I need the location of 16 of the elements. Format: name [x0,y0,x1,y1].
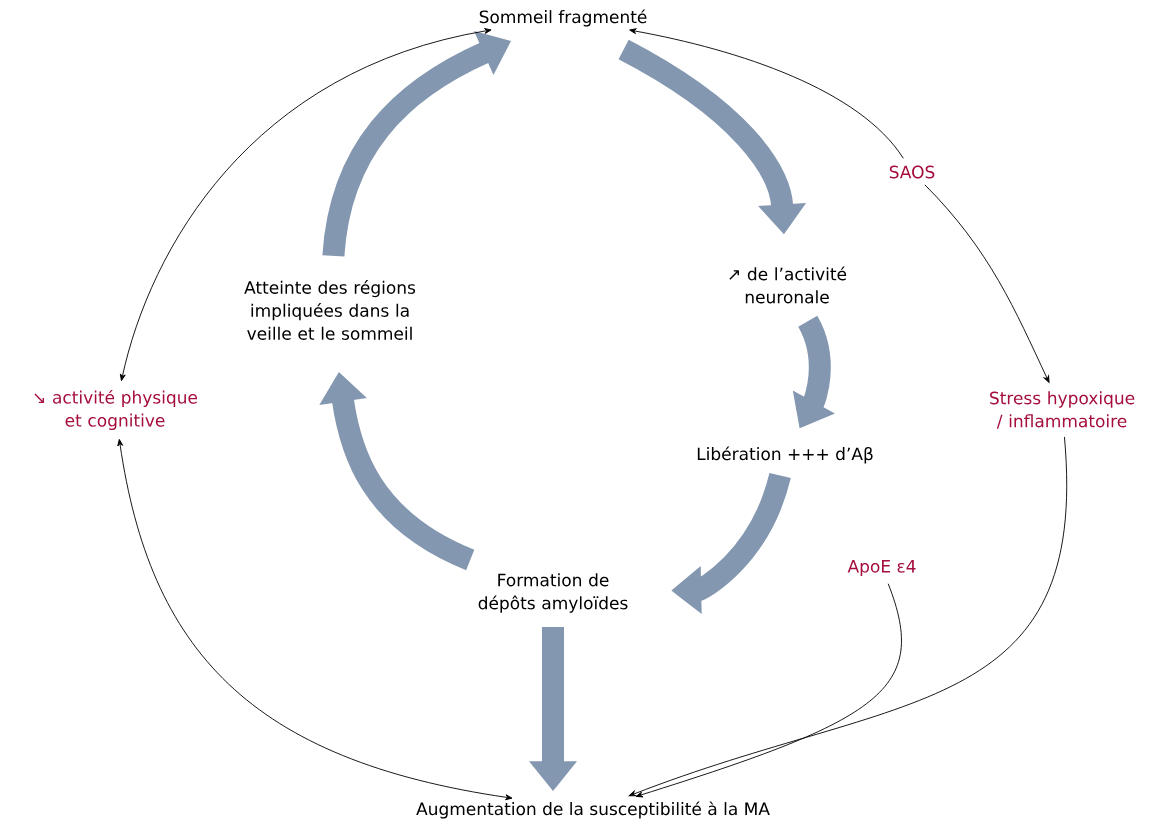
text-label: Sommeil fragmenté [479,9,647,27]
text-label: Atteinte des régions impliquées dans la veille et le sommeil [244,280,416,340]
text-label: ApoE ε4 [847,560,916,576]
arrow [628,436,1067,797]
arrow [119,28,492,382]
text-label: Stress hypoxique / inflammatoire [990,391,1135,429]
arrow [924,184,1050,383]
text-label: ↗ de l’activité neuronale [729,266,847,304]
text-label: ↘ activité physique et cognitive [34,389,198,431]
text-label: SAOS [889,165,935,179]
text-label: Augmentation de la susceptibilité à la MA [416,801,770,819]
text-label: Libération +++ d’Aβ [697,446,873,464]
arrow [635,583,902,798]
arrow [629,28,904,159]
arrow [117,438,513,801]
text-label: Formation de dépôts amyloïdes [478,573,628,613]
